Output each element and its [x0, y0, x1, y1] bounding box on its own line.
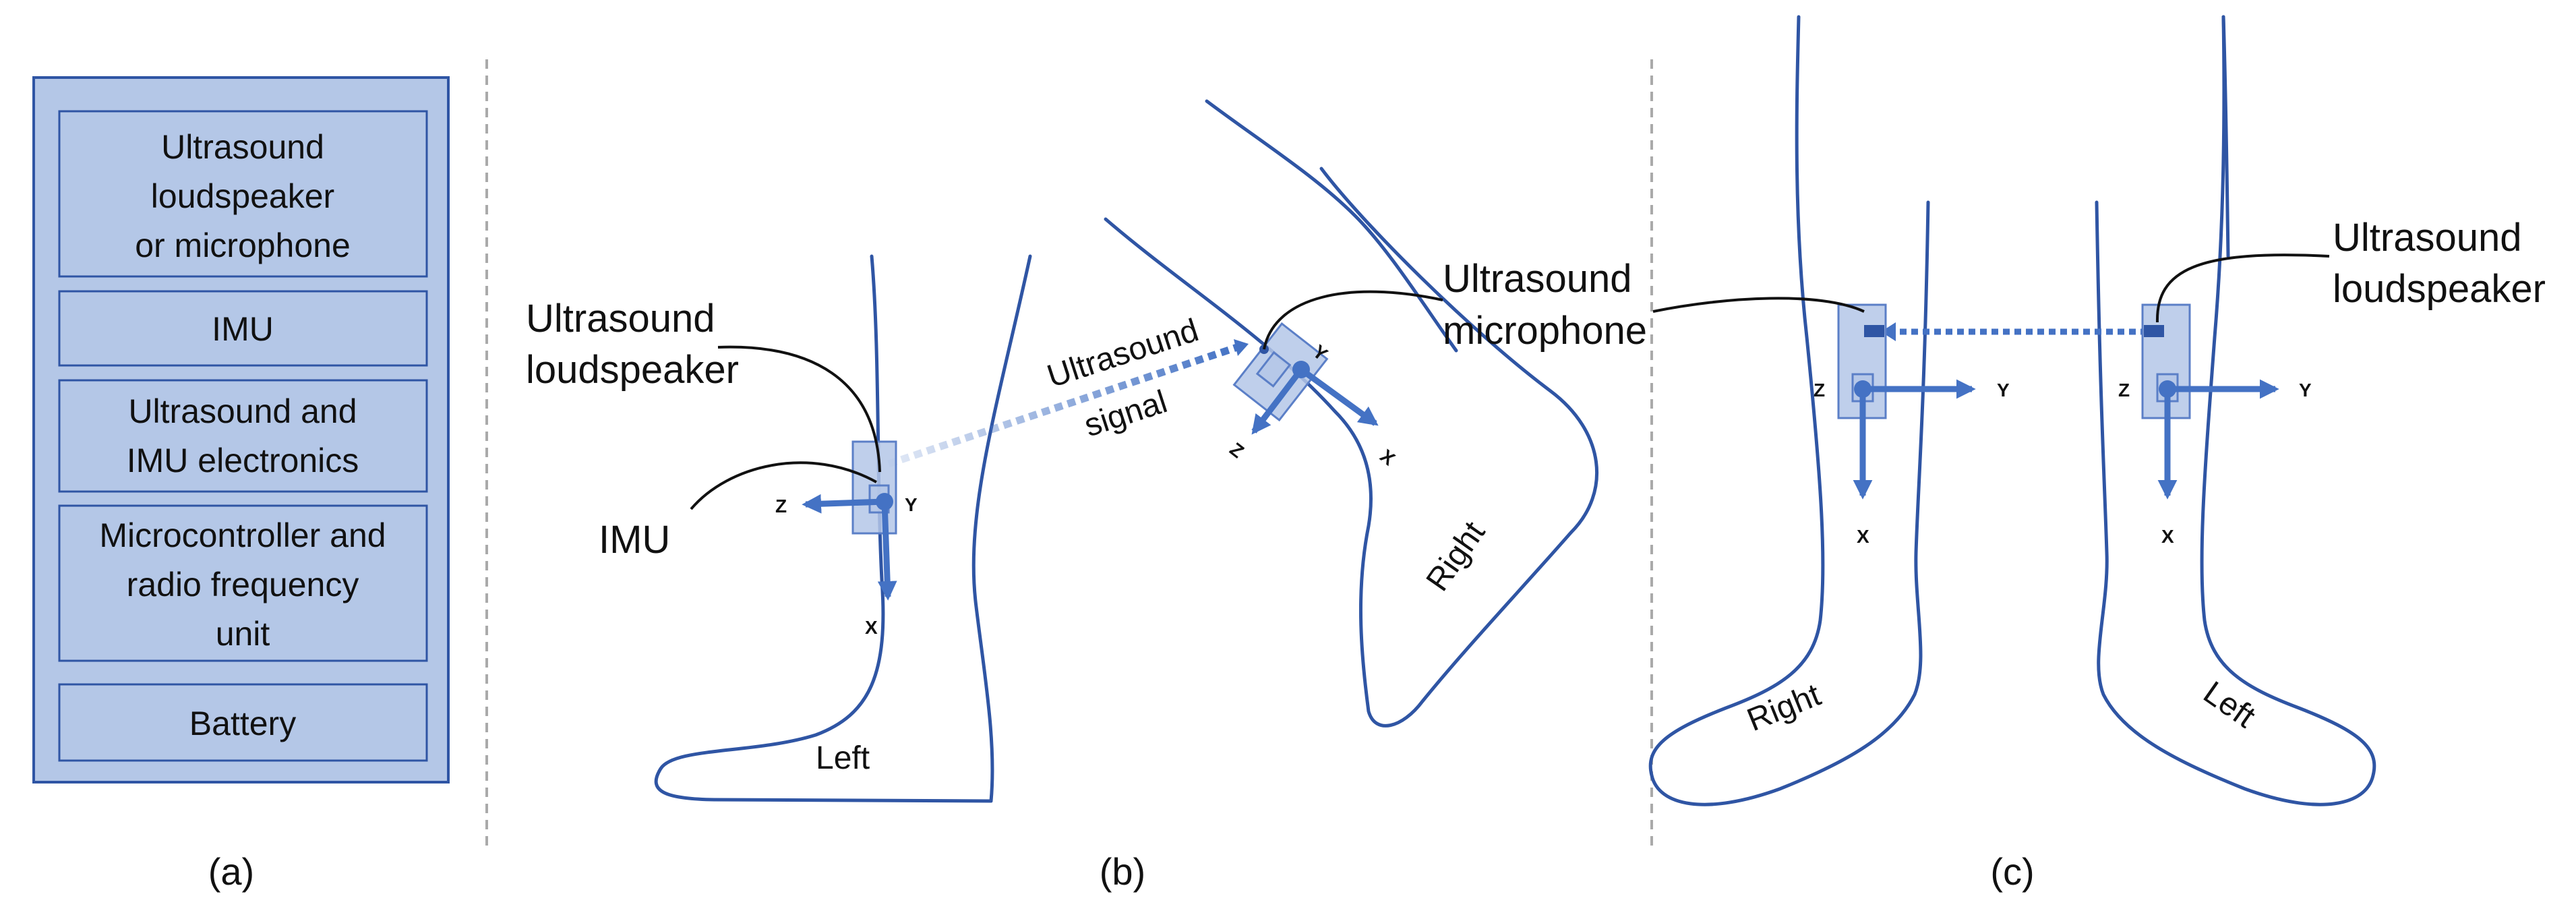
loudspeaker-callout-line: Ultrasound: [526, 297, 715, 341]
axis-arrow-x: [877, 501, 897, 601]
loudspeaker-leader: [717, 345, 881, 473]
panel-c-caption: (c): [1990, 850, 2034, 893]
axis-label-y: Y: [905, 494, 918, 515]
right-leg-outline-front: [1104, 167, 1599, 728]
block-label-line: loudspeaker: [151, 177, 334, 215]
panel-a: Ultrasound loudspeaker or microphone IMU…: [32, 76, 450, 893]
panel-b-caption: (b): [1100, 850, 1145, 893]
axis-arrow-z: [1251, 367, 1304, 435]
block-label-line: Battery: [189, 705, 296, 742]
right-leg-outline-back: [1205, 99, 1458, 353]
left-leg-loudspeaker: [2144, 325, 2164, 337]
block-label-line: or microphone: [135, 227, 351, 264]
signal-arrowhead-c: [1881, 322, 1896, 341]
loudspeaker-callout-line: Ultrasound: [2333, 216, 2521, 260]
microphone-callout-line: microphone: [1443, 309, 1647, 353]
microphone-callout-line: Ultrasound: [1443, 257, 1631, 301]
imu-callout: IMU: [599, 518, 670, 562]
right-leg-label-c: Right: [1742, 677, 1826, 738]
right-leg-outline-front-view: [1648, 15, 1930, 806]
axis-label-z: Z: [2118, 380, 2130, 401]
axis-label-x: X: [1857, 526, 1869, 547]
block-imu: IMU: [58, 290, 428, 367]
block-label-line: Microcontroller and: [99, 516, 386, 554]
axis-label-x: X: [2161, 526, 2174, 547]
block-battery: Battery: [58, 683, 428, 762]
right-leg-label: Right: [1420, 515, 1493, 597]
axis-arrow-x: [1299, 367, 1379, 426]
axis-label-z: Z: [775, 496, 787, 516]
right-leg-microphone: [1864, 325, 1884, 337]
microphone-leader-c: [1652, 297, 1865, 313]
axis-label-y: Y: [2299, 380, 2312, 401]
block-label-line: unit: [216, 615, 270, 653]
left-leg-outline-front-view: [2095, 15, 2376, 806]
block-label-line: IMU electronics: [127, 442, 359, 479]
loudspeaker-leader-c: [2155, 254, 2330, 323]
left-leg-label: Left: [816, 740, 870, 776]
axis-label-y: Y: [1997, 380, 2010, 401]
block-loudspeaker-microphone: Ultrasound loudspeaker or microphone: [58, 110, 428, 278]
block-electronics: Ultrasound and IMU electronics: [58, 379, 428, 493]
loudspeaker-callout-line: loudspeaker: [2333, 267, 2546, 311]
loudspeaker-callout-line: loudspeaker: [526, 348, 739, 392]
imu-leader: [690, 461, 877, 510]
axis-label-z: Z: [1226, 438, 1248, 462]
panel-c: Z Y X Z Y X Ultrasound loudspeaker Right…: [1648, 15, 2546, 893]
block-microcontroller: Microcontroller and radio frequency unit: [58, 504, 428, 662]
right-leg-imu-chip: [1255, 351, 1292, 388]
signal-arrowhead: [1234, 339, 1249, 356]
block-label-line: Ultrasound and: [128, 392, 357, 430]
left-leg-outline: [654, 254, 1032, 803]
block-label-line: IMU: [212, 310, 274, 348]
left-leg-label-c: Left: [2197, 675, 2262, 735]
axis-label-x: X: [1376, 445, 1399, 469]
axis-label-z: Z: [1814, 380, 1825, 401]
axis-label-x: X: [865, 617, 878, 638]
right-leg-sensor-group: [1232, 322, 1329, 422]
microphone-leader: [1263, 290, 1443, 350]
panel-b: Z Y X Y Z X Ultrasound loudspeaker IMU U…: [526, 99, 1647, 893]
axis-arrow-z: [802, 494, 885, 514]
ultrasound-signal: [887, 343, 1238, 468]
block-label-line: radio frequency: [127, 566, 359, 603]
block-label-line: Ultrasound: [161, 128, 324, 166]
panel-a-caption: (a): [208, 850, 254, 893]
